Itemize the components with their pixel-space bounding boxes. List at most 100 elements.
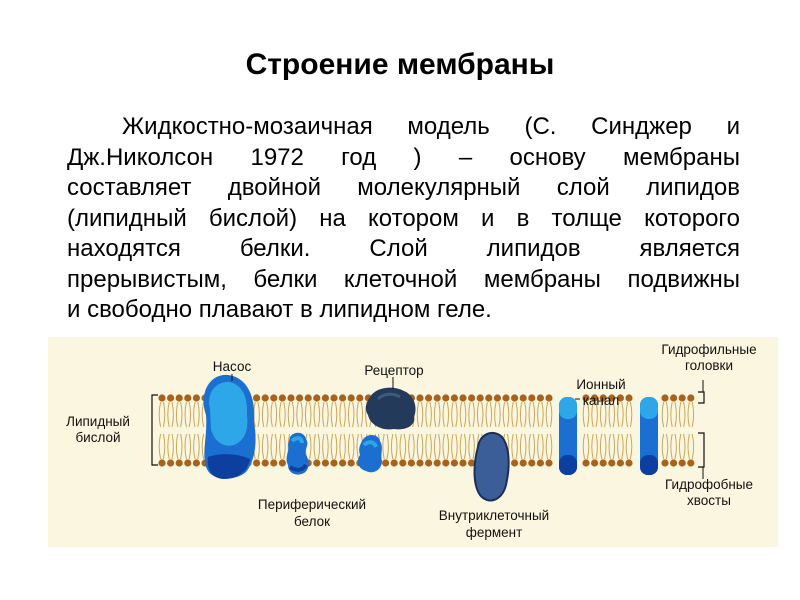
lipid-tail	[595, 433, 598, 460]
lipid-head	[321, 394, 329, 402]
lipid-tail	[188, 401, 192, 428]
lipid-tail	[549, 433, 553, 460]
lipid-tail	[617, 401, 620, 428]
lipid-tail	[395, 433, 398, 460]
lipid-tail	[537, 401, 540, 428]
lipid-head	[591, 394, 599, 402]
lipid-head	[407, 459, 415, 467]
lipid-head	[502, 394, 510, 402]
lipid-tail	[683, 433, 686, 460]
paragraph-line: находятся белки. Слой липидов является	[67, 235, 740, 262]
lipid-tail	[595, 401, 598, 428]
lipid-head	[442, 394, 450, 402]
lipid-tail	[184, 433, 187, 460]
lipid-tail	[193, 433, 196, 460]
lipid-head	[536, 459, 544, 467]
hydrophobic-label-2: хвосты	[687, 493, 731, 508]
lipid-tail	[506, 401, 510, 428]
lipid-tail	[360, 401, 364, 428]
lipid-tail	[515, 433, 518, 460]
lipid-head	[296, 394, 304, 402]
lipid-tail	[433, 401, 437, 428]
lipid-tail	[489, 401, 493, 428]
peripheral-protein-label-2: белок	[294, 514, 330, 529]
lipid-head	[442, 459, 450, 467]
lipid-tail	[279, 401, 282, 428]
lipid-head	[608, 394, 616, 402]
lipid-tail	[429, 433, 432, 460]
lipid-tail	[352, 433, 355, 460]
lipid-head	[476, 394, 484, 402]
lipid-head	[184, 394, 192, 402]
lipid-head	[459, 394, 467, 402]
lipid-tail	[352, 401, 355, 428]
lipid-tail	[472, 401, 475, 428]
lipid-head	[459, 459, 467, 467]
lipid-tail	[382, 433, 385, 460]
lipid-tail	[339, 433, 342, 460]
lipid-tail	[498, 401, 501, 428]
lipid-tail	[257, 433, 260, 460]
lipid-tail	[171, 401, 174, 428]
lipid-tail	[683, 401, 686, 428]
lipid-tail	[158, 401, 162, 428]
lipid-tail	[612, 401, 616, 428]
lipid-head	[519, 394, 527, 402]
lipid-tail	[420, 401, 424, 428]
lipid-head	[313, 394, 321, 402]
lipid-tail	[197, 401, 200, 428]
lipid-tail	[545, 433, 549, 460]
lipid-tail	[617, 433, 620, 460]
lipid-tail	[274, 433, 278, 460]
lipid-tail	[541, 401, 544, 428]
lipid-bilayer-label-2: бислой	[75, 430, 120, 445]
lipid-head	[687, 394, 695, 402]
lipid-tail	[599, 401, 603, 428]
lipid-tail	[629, 433, 633, 460]
peripheral-protein-right	[358, 435, 382, 473]
lipid-tail	[162, 433, 166, 460]
lipid-tail	[356, 433, 359, 460]
lipid-tail	[201, 433, 205, 460]
lipid-tail	[625, 401, 629, 428]
lipid-tail	[476, 401, 480, 428]
lipid-tail	[670, 401, 673, 428]
lipid-head	[167, 459, 175, 467]
lipid-tail	[532, 401, 536, 428]
lipid-head	[416, 459, 424, 467]
lipid-tail	[511, 401, 514, 428]
lipid-tail	[625, 433, 629, 460]
intracellular-enzyme	[473, 431, 510, 502]
lipid-tail	[604, 433, 607, 460]
lipid-head	[545, 459, 553, 467]
lipid-tail	[416, 401, 420, 428]
lipid-tail	[339, 401, 342, 428]
lipid-head	[493, 394, 501, 402]
lipid-tail	[494, 401, 497, 428]
lipid-tail	[425, 433, 428, 460]
lipid-tail	[296, 401, 299, 428]
lipid-tail	[463, 433, 467, 460]
lipid-tail	[599, 433, 603, 460]
lipid-head	[321, 459, 329, 467]
lipid-tail	[468, 433, 471, 460]
lipid-tail	[313, 401, 316, 428]
lipid-head	[536, 394, 544, 402]
lipid-tail	[304, 401, 308, 428]
lipid-tail	[463, 401, 467, 428]
paragraph-line: (липидный бислой) на котором и в толще к…	[67, 204, 740, 232]
lipid-tail	[334, 401, 338, 428]
lipid-head	[425, 459, 433, 467]
lipid-head	[313, 459, 321, 467]
lipid-tail	[274, 401, 278, 428]
lipid-tail	[678, 401, 682, 428]
lipid-tail	[180, 401, 183, 428]
hydrophobic-label-1: Гидрофобные	[665, 477, 753, 492]
lipid-tail	[604, 401, 607, 428]
lipid-head	[433, 459, 441, 467]
lipid-tail	[403, 433, 407, 460]
lipid-head	[511, 459, 519, 467]
lipid-head	[468, 459, 476, 467]
lipid-head	[485, 394, 493, 402]
lipid-tail	[586, 433, 590, 460]
